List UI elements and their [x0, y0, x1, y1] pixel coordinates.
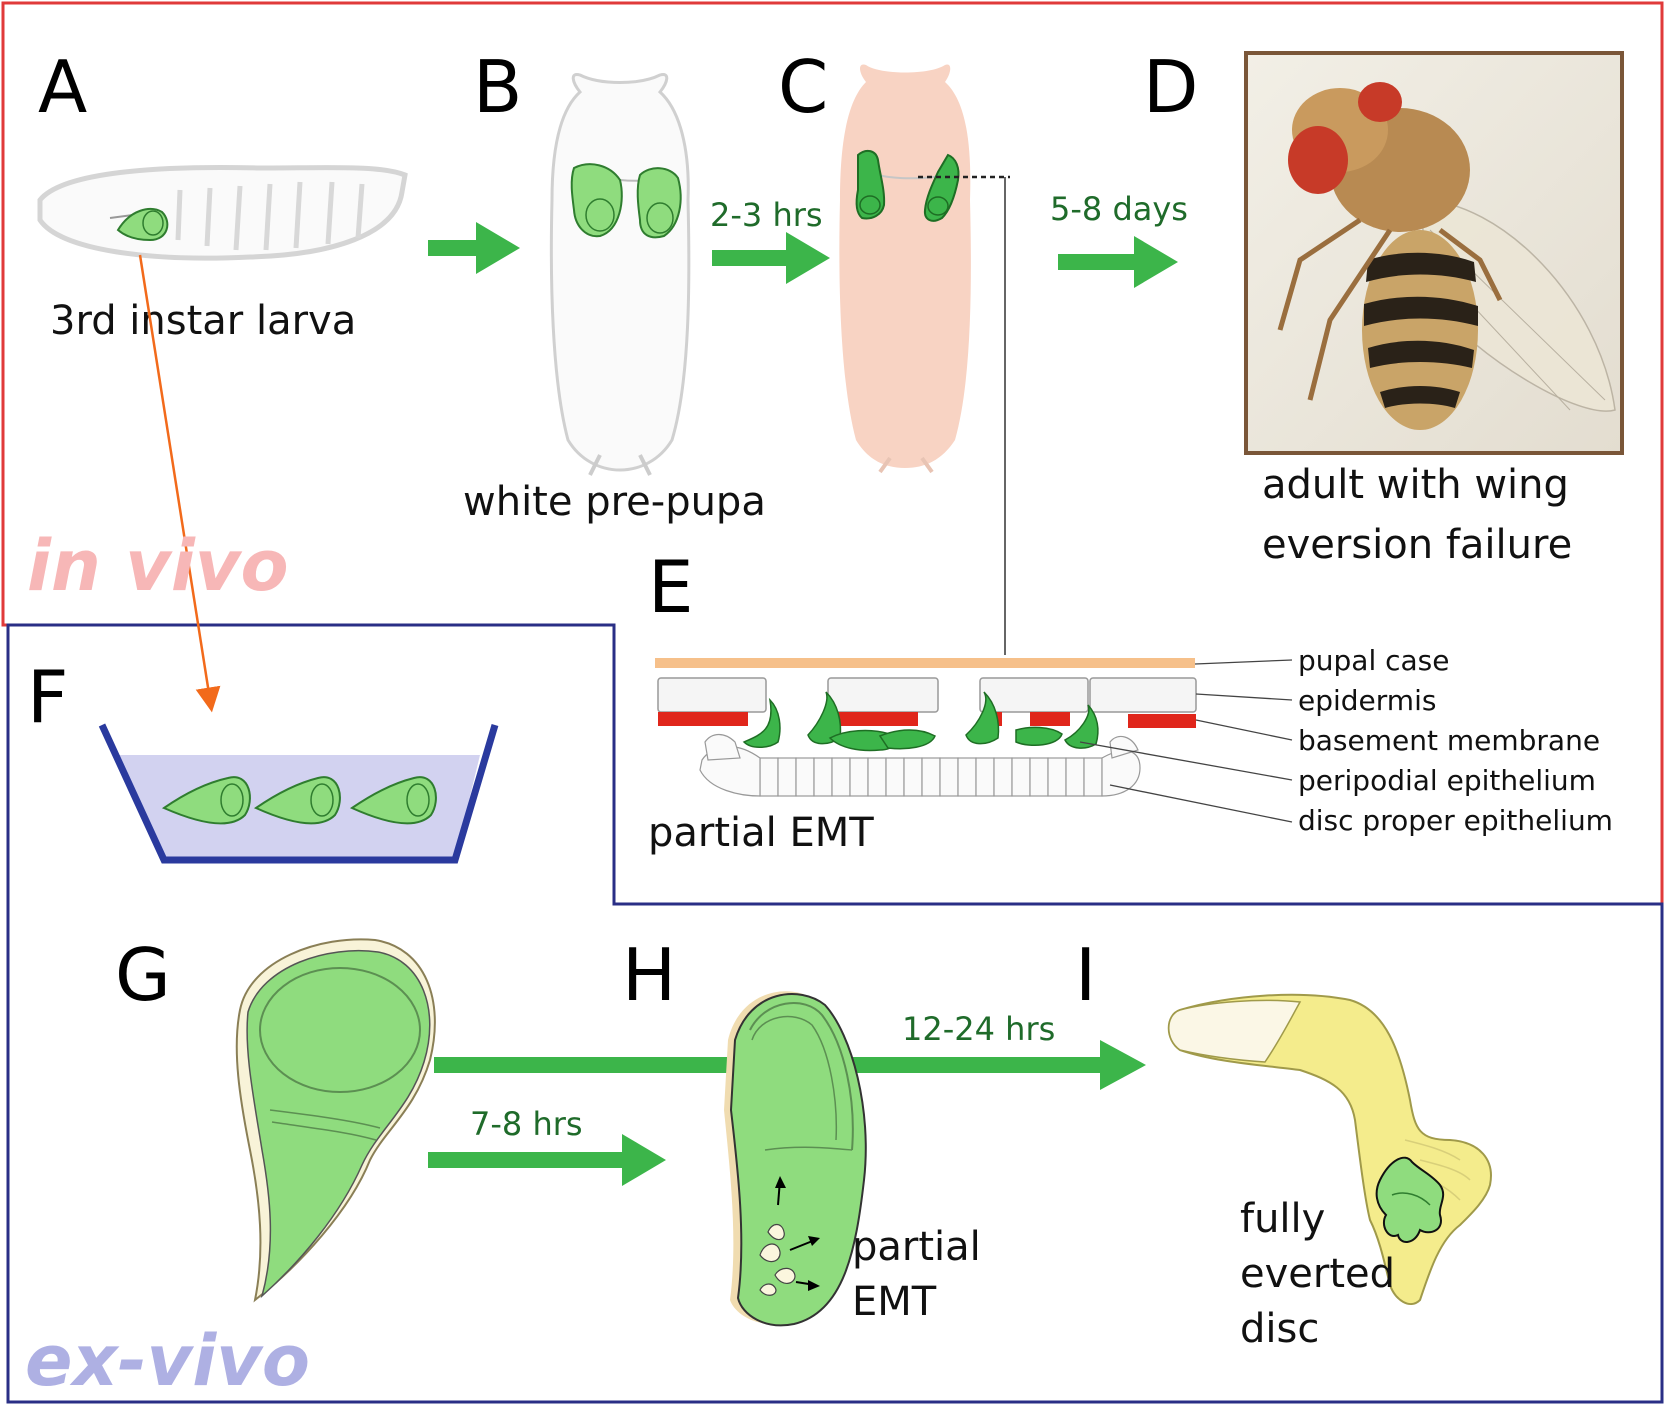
timing-g-to-i: 12-24 hrs — [902, 1010, 1055, 1048]
arrow-g-to-h — [428, 1134, 666, 1186]
arrow-b-to-c — [712, 232, 830, 284]
caption-white-pre-pupa: white pre-pupa — [463, 479, 766, 525]
everted-wing-green — [1375, 1156, 1445, 1243]
larva-illustration — [37, 164, 408, 261]
panel-letter-a: A — [38, 45, 87, 129]
white-prepupa-illustration — [549, 72, 691, 476]
caption-adult-line2: eversion failure — [1262, 522, 1572, 568]
label-basement-membrane: basement membrane — [1298, 724, 1600, 757]
label-peripodial-epithelium: peripodial epithelium — [1298, 764, 1596, 797]
pupa-illustration — [839, 64, 1010, 474]
panel-letter-b: B — [473, 45, 522, 129]
arrow-a-to-b — [428, 222, 520, 274]
panel-letter-d: D — [1143, 45, 1198, 129]
timing-c-to-d: 5-8 days — [1050, 190, 1188, 228]
caption-adult-line1: adult with wing — [1262, 462, 1569, 508]
caption-everted-line2: everted — [1240, 1251, 1395, 1297]
arrow-g-to-i-head — [1100, 1040, 1146, 1090]
caption-3rd-instar-larva: 3rd instar larva — [50, 298, 356, 344]
wing-disc-g-illustration — [235, 938, 436, 1303]
adult-fly-photo — [1244, 51, 1624, 455]
label-in-vivo: in vivo — [27, 525, 289, 607]
pupa-disc-right — [923, 153, 960, 222]
caption-partial-emt-e: partial EMT — [648, 810, 874, 856]
pupa-disc-left — [855, 149, 886, 220]
panel-letter-i: I — [1075, 933, 1096, 1017]
prepupa-disc-left — [570, 163, 623, 238]
tissue-cross-section — [655, 658, 1293, 823]
caption-everted-line1: fully — [1240, 1196, 1325, 1242]
label-epidermis: epidermis — [1298, 684, 1436, 717]
label-ex-vivo: ex-vivo — [25, 1320, 310, 1402]
timing-g-to-h: 7-8 hrs — [470, 1105, 583, 1143]
caption-everted-line3: disc — [1240, 1306, 1319, 1352]
label-disc-proper-epithelium: disc proper epithelium — [1298, 804, 1613, 837]
culture-dish-illustration — [98, 723, 499, 864]
timing-b-to-c: 2-3 hrs — [710, 196, 823, 234]
panel-letter-h: H — [622, 933, 676, 1017]
label-pupal-case: pupal case — [1298, 644, 1450, 677]
panel-letter-c: C — [778, 45, 828, 129]
caption-partial-emt-h-line1: partial — [852, 1224, 981, 1270]
caption-partial-emt-h-line2: EMT — [852, 1279, 937, 1325]
arrow-c-to-d — [1058, 236, 1178, 288]
arrow-larva-to-dish — [138, 254, 221, 713]
panel-letter-f: F — [27, 655, 68, 739]
panel-letter-g: G — [115, 933, 171, 1017]
panel-letter-e: E — [648, 545, 694, 629]
ex-vivo-frame — [6, 623, 1664, 1404]
pupal-case-layer — [655, 658, 1195, 668]
wing-disc-h-illustration — [724, 991, 867, 1327]
everted-disc-illustration — [1167, 993, 1492, 1305]
